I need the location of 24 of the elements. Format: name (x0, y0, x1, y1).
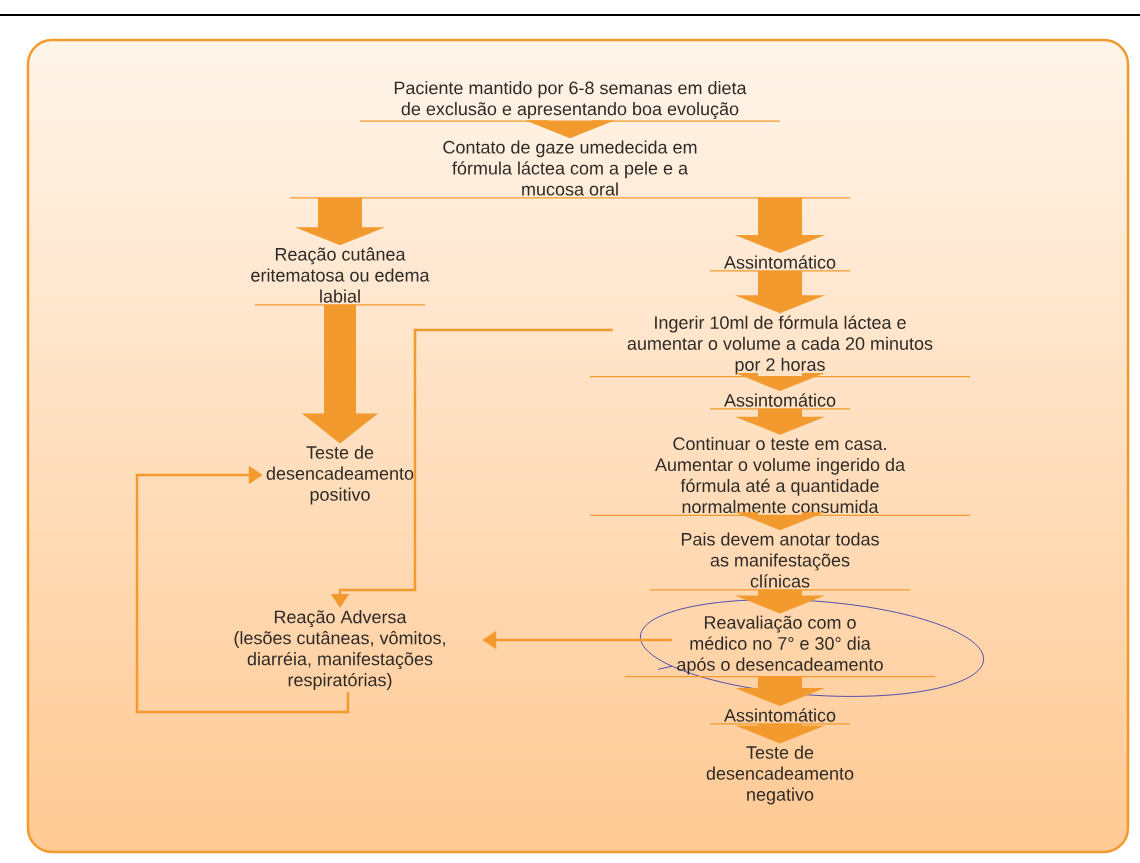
block-arrow (735, 676, 825, 707)
step-text: Teste de desencadeamento negativo (706, 745, 854, 805)
block-arrow (735, 723, 825, 744)
underlined-text: Reação cutânea eritematosa ou edema labial (251, 247, 430, 306)
underlined-text: Paciente mantido por 6-8 semanas em dieta de exclusão e apresentando boa evolução (359, 81, 781, 122)
underlined-text: Pais devem anotar todas as manifestações clínicas (649, 532, 911, 591)
underlined-text: Ingerir 10ml de fórmula láctea e aumentar o volume a cada 20 minutos por 2 horas (589, 315, 971, 378)
block-arrow (735, 512, 825, 531)
underlined-text: Assintomático (709, 393, 851, 410)
block-arrow (295, 197, 385, 246)
underlined-text: Contato de gaze umedecida em fórmula láctea com a pele e a mucosa oral (289, 140, 851, 199)
underlined-text: Assintomático (709, 255, 851, 272)
block-arrow (525, 120, 615, 139)
underlined-text: Reavaliação com o médico no 7° e 30° dia após o desencadeamento (624, 615, 936, 678)
underlined-text: Assintomático (709, 708, 851, 725)
block-arrow (735, 270, 825, 314)
step-text: Reação Adversa (lesões cutâneas, vômitos, diarréia, manifestações respiratórias) (234, 610, 445, 690)
block-arrow (735, 197, 825, 254)
connector-arrow (135, 465, 350, 714)
step-text: Teste de desencadeamento positivo (266, 445, 414, 505)
block-arrow (302, 304, 378, 444)
block-arrow (735, 408, 825, 435)
block-arrow (735, 589, 825, 614)
block-arrow (735, 373, 825, 392)
